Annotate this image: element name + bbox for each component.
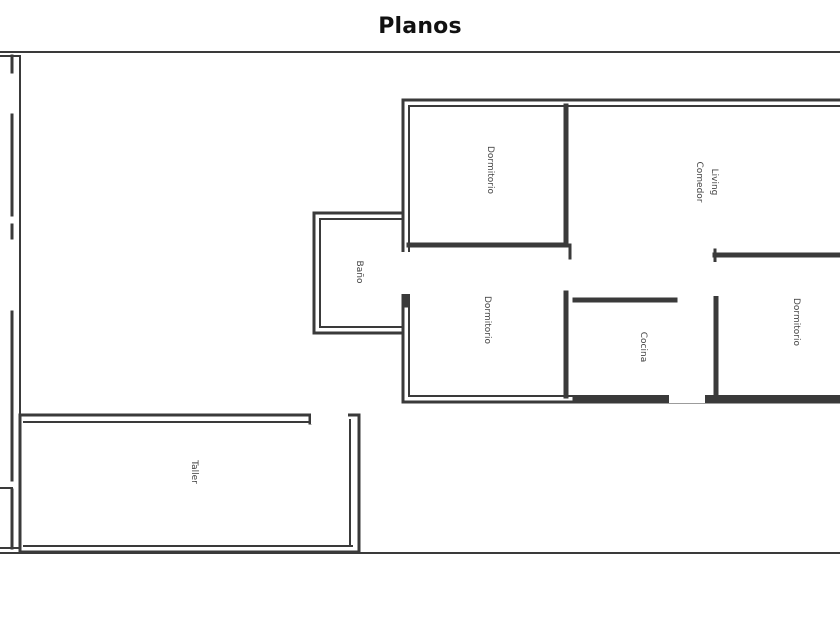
house-outer-wall: [401, 98, 840, 404]
room-label-taller: Taller: [189, 459, 199, 484]
room-label-dormitorio-1: Dormitorio: [485, 146, 495, 194]
dorm2-door-gap: [401, 252, 413, 294]
page-title: Planos: [378, 14, 462, 39]
kitchen-door-gap: [669, 393, 705, 403]
room-label-dormitorio-3: Dormitorio: [791, 298, 801, 346]
dorm3-door-gap: [711, 262, 721, 296]
taller-door-gap: [311, 412, 348, 424]
door-openings: [311, 252, 721, 424]
room-label-living: Living: [709, 169, 719, 196]
walls: [0, 51, 840, 554]
room-label-bano: Baño: [354, 261, 364, 284]
room-label-comedor: Comedor: [694, 161, 704, 202]
taller-outer-wall: [18, 413, 361, 554]
house-inner-wall: [408, 105, 840, 397]
room-label-cocina: Cocina: [638, 332, 648, 362]
room-label-dormitorio-2: Dormitorio: [482, 296, 492, 344]
room-labels: Dormitorio Living Comedor Baño Dormitori…: [189, 146, 801, 484]
